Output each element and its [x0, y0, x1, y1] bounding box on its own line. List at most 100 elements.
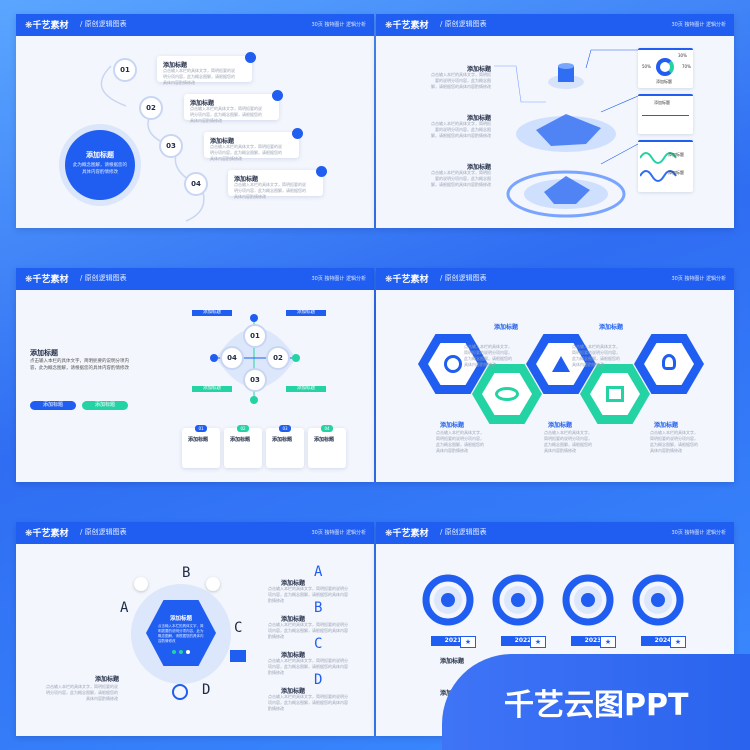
side-desc: 点击输入本栏的具体文字，简明扼要的说明分项内容，此为概念图解，请根据您的具体内容…	[46, 684, 118, 701]
side-title: 添加标题	[95, 676, 120, 683]
list-desc-d: 点击输入本栏的具体文字，简明扼要的说明分项内容，此为概念图解，请根据您的具体内容…	[268, 694, 348, 711]
item-title-2: 添加标题	[467, 115, 492, 122]
cross-diagram	[210, 314, 300, 404]
letter-a: A	[120, 600, 129, 616]
center-title: 添加标题	[86, 151, 114, 159]
main-desc: 点击输入本栏的具体文字，简明扼要的说明分项内容，此为概念图解，请根据您的具体内容…	[30, 359, 129, 371]
year-2023: 2023	[571, 636, 615, 646]
layered-platform-illustration	[506, 63, 626, 218]
step-03: 03	[159, 134, 183, 158]
star-icon: ★	[530, 636, 546, 648]
header-meta: 30页 独特图计 逻辑分析	[311, 276, 366, 282]
lightbulb-icon	[662, 354, 676, 370]
card-title: 添加标题	[210, 138, 235, 145]
num-card-title: 添加标题	[272, 437, 293, 443]
node-04: 04	[220, 346, 244, 370]
tag-br: 添加标题	[286, 386, 326, 392]
donut-chart	[656, 58, 674, 76]
timeline-label: 添加标题	[654, 100, 670, 105]
node-02: 02	[266, 346, 290, 370]
pct-50: 50%	[642, 64, 651, 69]
center-desc: 此为概念图解，请根据您的具体内容酌情修改	[73, 163, 127, 175]
year-2022: 2022	[501, 636, 545, 646]
header-subtitle: / 原创逻辑图表	[80, 528, 127, 536]
banner-text: 千艺云图PPT	[504, 688, 689, 723]
chat-icon	[134, 577, 148, 591]
list-letter-a: A	[314, 564, 323, 580]
num-badge-3: 03	[279, 425, 291, 432]
step-card-3: 添加标题 点击输入本栏的具体文字，简明扼要的说明分项内容，此为概念图解，请根据您…	[204, 128, 303, 161]
header-meta: 30页 独特图计 逻辑分析	[671, 276, 726, 282]
timeline-title-1: 添加标题	[440, 658, 465, 665]
num-card-3: 03 添加标题	[266, 425, 304, 468]
slide-3[interactable]: ❋千艺素材 / 原创逻辑图表 30页 独特图计 逻辑分析 添加标题 点击输入本栏…	[16, 268, 374, 482]
center-title: 添加标题	[169, 616, 192, 622]
step-card-2: 添加标题 点击输入本栏的具体文字，简明扼要的说明分项内容，此为概念图解，请根据您…	[184, 90, 283, 123]
slide-1[interactable]: ❋千艺素材 / 原创逻辑图表 30页 独特图计 逻辑分析 01 02 03 04…	[16, 14, 374, 228]
step-card-4: 添加标题 点击输入本栏的具体文字，简明扼要的说明分项内容，此为概念图解，请根据您…	[228, 166, 327, 199]
item-title-3: 添加标题	[467, 164, 492, 171]
item-desc-1: 点击输入本栏的具体文字，简明扼要的说明分项内容，此为概念图解，请根据您的具体内容…	[431, 72, 491, 89]
slide-4[interactable]: ❋千艺素材 / 原创逻辑图表 30页 独特图计 逻辑分析 添加标题 添加标题 添…	[376, 268, 734, 482]
slide-header: ❋千艺素材 / 原创逻辑图表 30页 独特图计 逻辑分析	[376, 522, 734, 544]
donut-card: 30% 50% 70% 添加标题	[638, 48, 693, 88]
letter-b: B	[182, 565, 191, 581]
header-subtitle: / 原创逻辑图表	[440, 274, 487, 282]
brand-logo: ❋千艺素材	[385, 21, 429, 31]
list-letter-d: D	[314, 672, 323, 688]
list-letter-c: C	[314, 636, 323, 652]
bar-chart-icon	[606, 386, 624, 402]
main-title: 添加标题	[30, 349, 58, 357]
header-subtitle: / 原创逻辑图表	[440, 528, 487, 536]
hex-desc-3: 点击输入本栏的具体文字，简明扼要的说明分项内容，此为概念图解，请根据您的具体内容…	[436, 430, 484, 453]
item-desc-2: 点击输入本栏的具体文字，简明扼要的说明分项内容，此为概念图解，请根据您的具体内容…	[431, 121, 491, 138]
slide-header: ❋千艺素材 / 原创逻辑图表 30页 独特图计 逻辑分析	[16, 14, 374, 36]
brand-banner: 千艺云图PPT	[442, 654, 750, 750]
pct-70: 70%	[682, 64, 691, 69]
header-meta: 30页 独特图计 逻辑分析	[311, 530, 366, 536]
compass-icon	[172, 684, 188, 700]
tag-bl: 添加标题	[192, 386, 232, 392]
hex-desc-4: 点击输入本栏的具体文字，简明扼要的说明分项内容，此为概念图解，请根据您的具体内容…	[544, 430, 592, 453]
hex-title-4: 添加标题	[548, 422, 573, 429]
header-meta: 30页 独特图计 逻辑分析	[671, 22, 726, 28]
list-desc-b: 点击输入本栏的具体文字，简明扼要的说明分项内容，此为概念图解，请根据您的具体内容…	[268, 622, 348, 639]
dot	[179, 650, 183, 654]
target-icon	[444, 355, 462, 373]
hex-balance	[526, 334, 596, 394]
brand-logo: ❋千艺素材	[25, 21, 69, 31]
list-title-c: 添加标题	[281, 652, 306, 659]
num-card-title: 添加标题	[314, 437, 335, 443]
step-card-1: 添加标题 点击输入本栏的具体文字，简明扼要的说明分项内容，此为概念图解，请根据您…	[157, 52, 256, 85]
step-01: 01	[113, 58, 137, 82]
pct-30: 30%	[678, 53, 687, 58]
slide-5[interactable]: ❋千艺素材 / 原创逻辑图表 30页 独特图计 逻辑分析 添加标题 点击输入本栏…	[16, 522, 374, 736]
brand-logo: ❋千艺素材	[25, 275, 69, 285]
num-card-4: 04 添加标题	[308, 425, 346, 468]
star-icon: ★	[460, 636, 476, 648]
mail-icon	[230, 650, 246, 662]
slide-header: ❋千艺素材 / 原创逻辑图表 30页 独特图计 逻辑分析	[16, 522, 374, 544]
wave-card: 添加标题 添加标题	[638, 140, 693, 192]
leader-lines	[494, 49, 639, 165]
brand-logo: ❋千艺素材	[385, 275, 429, 285]
secondary-button[interactable]: 添加标题	[82, 401, 128, 410]
list-title-a: 添加标题	[281, 580, 306, 587]
letter-c: C	[234, 620, 243, 636]
brand-logo: ❋千艺素材	[385, 529, 429, 539]
num-card-title: 添加标题	[230, 437, 251, 443]
primary-button[interactable]: 添加标题	[30, 401, 76, 410]
chart-icon	[245, 52, 256, 63]
node-01: 01	[243, 324, 267, 348]
letter-d: D	[202, 682, 211, 698]
num-card-1: 01 添加标题	[182, 425, 220, 468]
hex-title-3: 添加标题	[440, 422, 465, 429]
hex-desc-5: 点击输入本栏的具体文字，简明扼要的说明分项内容，此为概念图解，请根据您的具体内容…	[650, 430, 698, 453]
step-02: 02	[139, 96, 163, 120]
hex-bulb	[634, 334, 704, 394]
dot	[186, 650, 190, 654]
item-desc-3: 点击输入本栏的具体文字，简明扼要的说明分项内容，此为概念图解，请根据您的具体内容…	[431, 170, 491, 187]
slide-2[interactable]: ❋千艺素材 / 原创逻辑图表 30页 独特图计 逻辑分析 添加标题 点击输入本栏…	[376, 14, 734, 228]
center-hexagon: 添加标题 点击输入本栏的具体文字，简明扼要的说明分项内容，此为概念图解，请根据您…	[146, 600, 216, 666]
list-letter-b: B	[314, 600, 323, 616]
